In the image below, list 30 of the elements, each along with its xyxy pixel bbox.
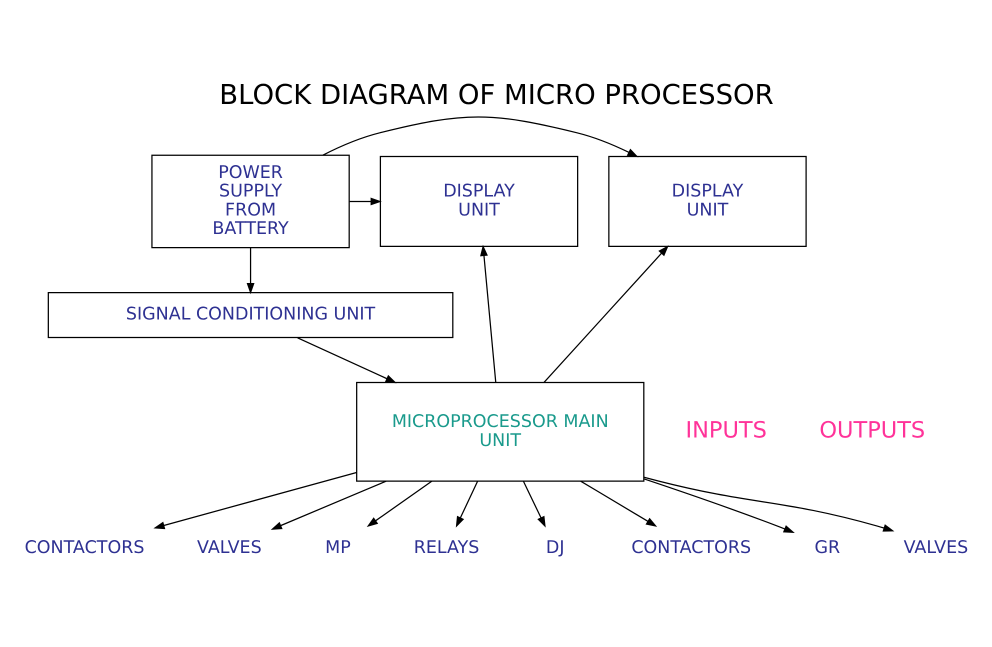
node-box: MICROPROCESSOR MAIN UNIT (356, 381, 644, 482)
arrow (366, 480, 432, 526)
arrow (643, 476, 894, 532)
node-text: MP (324, 538, 350, 558)
arrow (580, 480, 657, 526)
node-text: VALVES (196, 538, 262, 558)
node-text: VALVES (903, 538, 968, 558)
diagram-title: BLOCK DIAGRAM OF MICRO PROCESSOR (218, 79, 774, 110)
arrow (480, 244, 496, 382)
node-box: DISPLAY UNIT (379, 155, 578, 247)
arrow (270, 480, 386, 530)
arrow (522, 480, 546, 528)
node-text: DJ (545, 538, 564, 558)
arrow (543, 244, 668, 382)
arrow (296, 336, 396, 383)
arrow (349, 197, 382, 205)
node-text: CONTACTORS (630, 538, 751, 558)
label: OUTPUTS (818, 416, 925, 443)
arrow (246, 247, 254, 294)
label: INPUTS (684, 416, 766, 443)
node-text: RELAYS (413, 538, 479, 558)
node-text: CONTACTORS (24, 538, 144, 558)
arrow (322, 116, 638, 157)
arrow (455, 480, 478, 528)
node-text: GR (814, 538, 840, 558)
arrow (643, 478, 794, 533)
arrow (152, 471, 356, 529)
node-box: DISPLAY UNIT (608, 155, 806, 247)
node-box: POWER SUPPLY FROM BATTERY (150, 154, 350, 248)
node-box: SIGNAL CONDITIONING UNIT (47, 291, 453, 338)
